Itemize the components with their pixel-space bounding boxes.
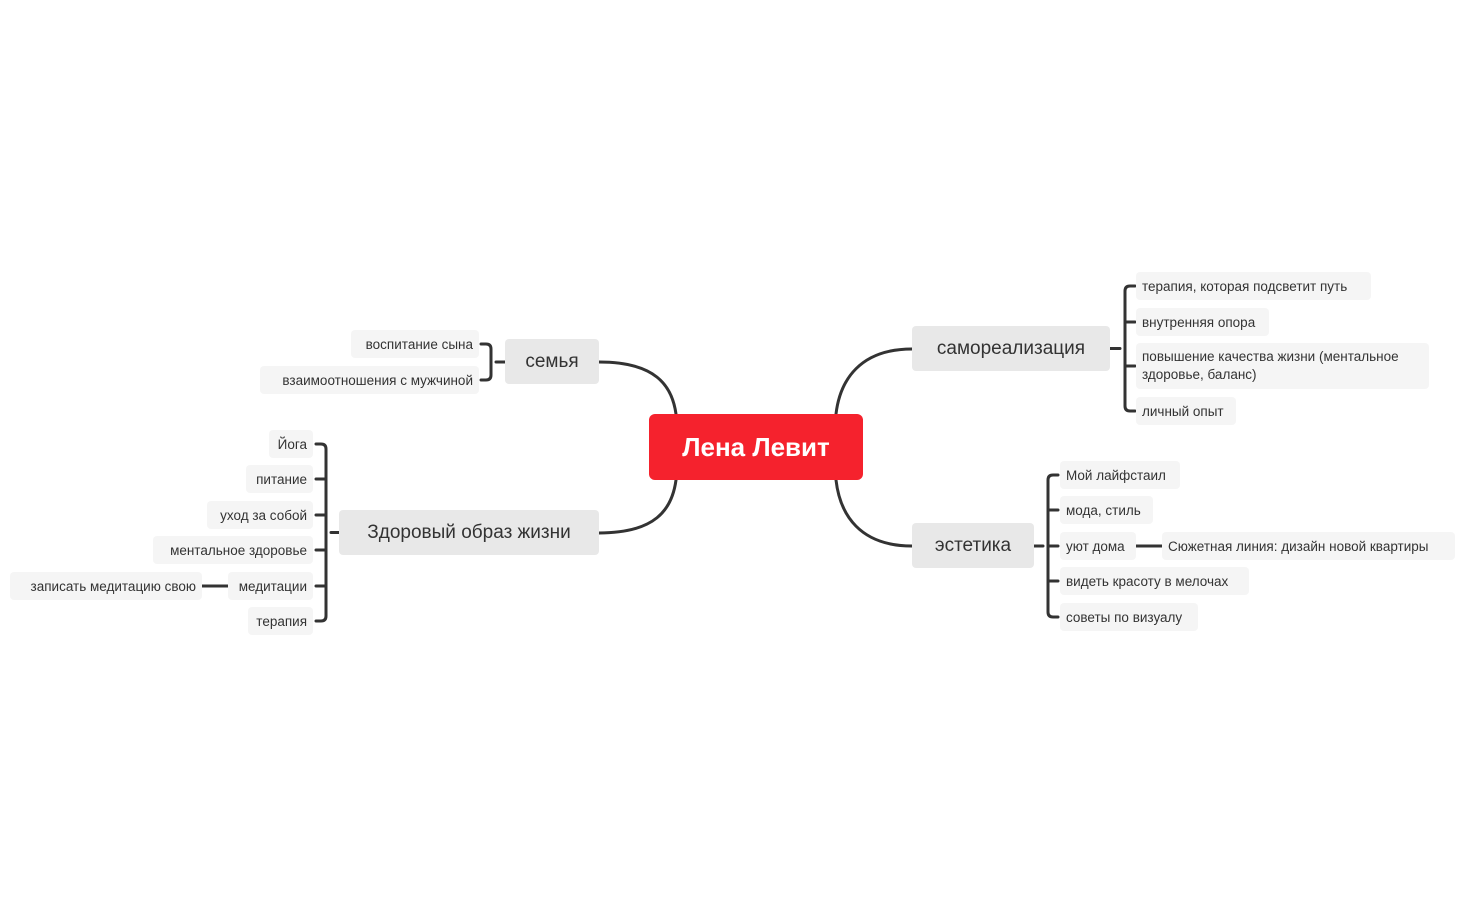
subtopic-therapy[interactable]: терапия: [248, 607, 313, 635]
subtopic-inner-support[interactable]: внутренняя опора: [1136, 308, 1269, 336]
subtopic-visual-tips[interactable]: советы по визуалу: [1060, 603, 1198, 631]
subtopic-raising-son[interactable]: воспитание сына: [351, 330, 479, 358]
topic-healthy-lifestyle[interactable]: Здоровый образ жизни: [339, 510, 599, 555]
subtopic-quality-of-life[interactable]: повышение качества жизни (ментальное здо…: [1136, 343, 1429, 389]
link-root-self-realization: [834, 347, 914, 416]
subtopic-personal-experience[interactable]: личный опыт: [1136, 397, 1236, 425]
bracket-family-spine: [479, 342, 493, 382]
subtopic-home-comfort[interactable]: уют дома: [1060, 532, 1136, 560]
subtopic-storyline-apartment[interactable]: Сюжетная линия: дизайн новой квартиры: [1162, 532, 1455, 560]
link-root-family: [597, 360, 678, 416]
subtopic-therapy-path[interactable]: терапия, которая подсветит путь: [1136, 272, 1371, 300]
subtopic-mental-health[interactable]: ментальное здоровье: [153, 536, 313, 564]
subtopic-meditation[interactable]: медитации: [228, 572, 313, 600]
topic-self-realization[interactable]: самореализация: [912, 326, 1110, 371]
subtopic-relationship[interactable]: взаимоотношения с мужчиной: [260, 366, 479, 394]
subtopic-record-meditation[interactable]: записать медитацию свою: [10, 572, 202, 600]
subtopic-fashion-style[interactable]: мода, стиль: [1060, 496, 1153, 524]
topic-aesthetics[interactable]: эстетика: [912, 523, 1034, 568]
subtopic-my-lifestyle[interactable]: Мой лайфстаил: [1060, 461, 1180, 489]
subtopic-nutrition[interactable]: питание: [246, 465, 313, 493]
subtopic-self-care[interactable]: уход за собой: [207, 501, 313, 529]
subtopic-beauty-in-details[interactable]: видеть красоту в мелочах: [1060, 567, 1249, 595]
link-root-aesthetics: [834, 478, 914, 548]
bracket-self-realization-spine: [1123, 284, 1137, 413]
topic-family[interactable]: семья: [505, 339, 599, 384]
bracket-health-spine: [314, 442, 328, 623]
subtopic-yoga[interactable]: Йога: [269, 430, 313, 458]
root-topic[interactable]: Лена Левит: [649, 414, 863, 480]
link-root-health: [597, 478, 678, 535]
